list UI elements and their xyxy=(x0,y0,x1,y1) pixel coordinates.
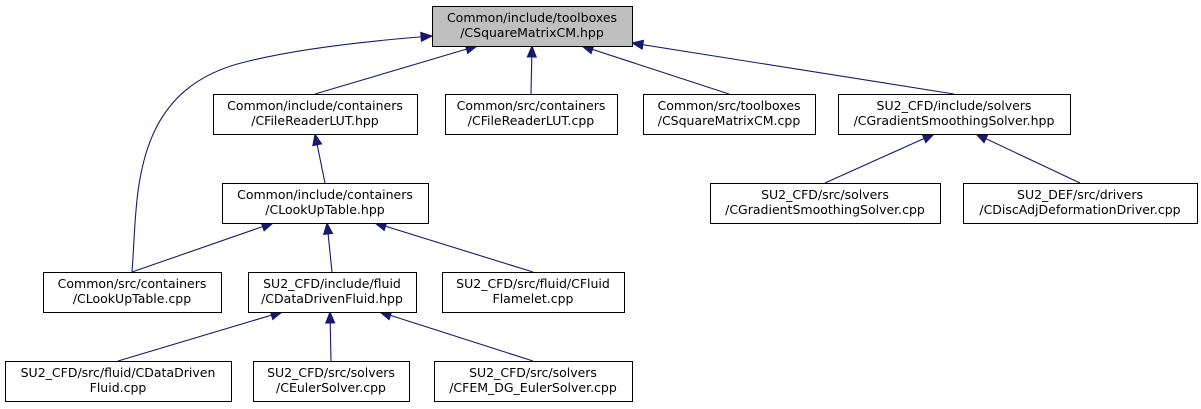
node-label-line: Common/include/containers xyxy=(237,187,413,202)
node-lookup-hpp[interactable]: Common/include/containers/CLookUpTable.h… xyxy=(222,183,429,224)
node-label-line: /CSquareMatrixCM.cpp xyxy=(658,113,801,128)
node-label-line: SU2_DEF/src/drivers xyxy=(1017,187,1143,202)
edge-line xyxy=(581,45,730,95)
edge-line xyxy=(824,133,935,184)
node-label-line: /CEulerSolver.cpp xyxy=(276,380,386,395)
node-label-line: Flamelet.cpp xyxy=(493,291,574,306)
node-filereader-cpp[interactable]: Common/src/containers/CFileReaderLUT.cpp xyxy=(445,94,618,135)
arrowhead xyxy=(420,31,434,43)
edge-line xyxy=(631,42,955,95)
edge-gradsmooth-cpp-to-gradsmooth-hpp xyxy=(824,133,936,184)
node-label-line: /CSquareMatrixCM.hpp xyxy=(460,25,604,40)
node-lookup-cpp[interactable]: Common/src/containers/CLookUpTable.cpp xyxy=(43,272,222,313)
node-box xyxy=(963,183,1198,224)
node-box xyxy=(710,183,941,224)
node-label-line: /CDiscAdjDeformationDriver.cpp xyxy=(979,202,1180,217)
node-label-line: Common/src/containers xyxy=(58,276,207,291)
arrowhead xyxy=(630,39,645,50)
node-label-line: SU2_CFD/include/solvers xyxy=(877,98,1032,113)
arrowhead xyxy=(974,133,989,144)
node-box xyxy=(434,361,633,402)
edge-line xyxy=(379,311,534,362)
edge-lookup-hpp-to-filereader-hpp xyxy=(312,132,326,184)
node-squarematrix-cpp[interactable]: Common/src/toolboxes/CSquareMatrixCM.cpp xyxy=(643,94,816,135)
edge-line xyxy=(314,45,478,95)
edge-lookup-cpp-to-lookup-hpp xyxy=(131,221,275,273)
node-box xyxy=(442,272,625,313)
node-box xyxy=(248,272,417,313)
edge-line xyxy=(131,35,433,273)
node-label-line: /CFEM_DG_EulerSolver.cpp xyxy=(449,380,617,395)
edge-squarematrix-cpp-to-root xyxy=(580,44,730,95)
node-box xyxy=(222,183,429,224)
node-label-line: /CLookUpTable.hpp xyxy=(265,202,384,217)
node-label-line: Common/src/containers xyxy=(457,98,606,113)
node-discadj-cpp[interactable]: SU2_DEF/src/drivers/CDiscAdjDeformationD… xyxy=(963,183,1198,224)
node-box xyxy=(445,94,618,135)
node-gradsmooth-cpp[interactable]: SU2_CFD/src/solvers/CGradientSmoothingSo… xyxy=(710,183,941,224)
edge-filereader-cpp-to-root xyxy=(526,44,538,95)
edge-discadj-cpp-to-gradsmooth-hpp xyxy=(974,133,1081,184)
node-label-line: /CGradientSmoothingSolver.hpp xyxy=(854,113,1055,128)
node-label-line: SU2_CFD/include/fluid xyxy=(263,276,401,291)
node-label-line: /CDataDrivenFluid.hpp xyxy=(261,291,403,306)
node-box xyxy=(5,361,232,402)
arrowhead xyxy=(322,221,334,235)
node-label-line: Fluid.cpp xyxy=(90,380,147,395)
edge-euler-cpp-to-datadriven-hpp xyxy=(324,310,336,362)
node-label-line: SU2_CFD/src/solvers xyxy=(267,365,395,380)
arrowhead xyxy=(526,44,538,58)
nodes-layer: Common/include/toolboxes/CSquareMatrixCM… xyxy=(5,6,1198,402)
edge-femdg-cpp-to-datadriven-hpp xyxy=(378,310,534,362)
node-femdg-cpp[interactable]: SU2_CFD/src/solvers/CFEM_DG_EulerSolver.… xyxy=(434,361,633,402)
edge-line xyxy=(131,222,274,273)
node-label-line: SU2_CFD/src/solvers xyxy=(761,187,889,202)
node-gradsmooth-hpp[interactable]: SU2_CFD/include/solvers/CGradientSmoothi… xyxy=(838,94,1071,135)
arrowhead xyxy=(312,132,323,147)
node-box xyxy=(643,94,816,135)
edges-layer xyxy=(117,31,1081,362)
edge-filereader-hpp-to-root xyxy=(314,44,479,95)
node-box xyxy=(213,94,418,135)
node-label-line: Common/include/containers xyxy=(227,98,403,113)
edge-datadriven-cpp-to-datadriven-hpp xyxy=(117,310,284,362)
node-label-line: SU2_CFD/src/solvers xyxy=(469,365,597,380)
node-datadriven-hpp[interactable]: SU2_CFD/include/fluid/CDataDrivenFluid.h… xyxy=(248,272,417,313)
edge-line xyxy=(374,222,534,273)
node-label-line: SU2_CFD/src/fluid/CDataDriven xyxy=(21,365,216,380)
arrowhead xyxy=(921,133,936,144)
node-box xyxy=(43,272,222,313)
edge-gradsmooth-hpp-to-root xyxy=(630,39,955,95)
node-box xyxy=(432,6,633,47)
node-label-line: /CFileReaderLUT.hpp xyxy=(251,113,379,128)
node-box xyxy=(838,94,1071,135)
node-filereader-hpp[interactable]: Common/include/containers/CFileReaderLUT… xyxy=(213,94,418,135)
node-label-line: SU2_CFD/src/fluid/CFluid xyxy=(456,276,610,291)
node-root: Common/include/toolboxes/CSquareMatrixCM… xyxy=(432,6,633,47)
edge-datadriven-hpp-to-lookup-hpp xyxy=(322,221,334,273)
edge-line xyxy=(117,311,283,362)
edge-lookup-cpp-to-root xyxy=(131,31,434,273)
node-label-line: Common/include/toolboxes xyxy=(447,10,617,25)
edge-line xyxy=(975,133,1081,184)
node-label-line: Common/src/toolboxes xyxy=(657,98,800,113)
node-label-line: /CLookUpTable.cpp xyxy=(73,291,191,306)
node-label-line: /CFileReaderLUT.cpp xyxy=(468,113,595,128)
arrowhead xyxy=(324,310,336,324)
node-datadriven-cpp[interactable]: SU2_CFD/src/fluid/CDataDrivenFluid.cpp xyxy=(5,361,232,402)
edge-flamelet-cpp-to-lookup-hpp xyxy=(373,221,534,273)
node-euler-cpp[interactable]: SU2_CFD/src/solvers/CEulerSolver.cpp xyxy=(253,361,410,402)
node-label-line: /CGradientSmoothingSolver.cpp xyxy=(725,202,925,217)
node-box xyxy=(253,361,410,402)
